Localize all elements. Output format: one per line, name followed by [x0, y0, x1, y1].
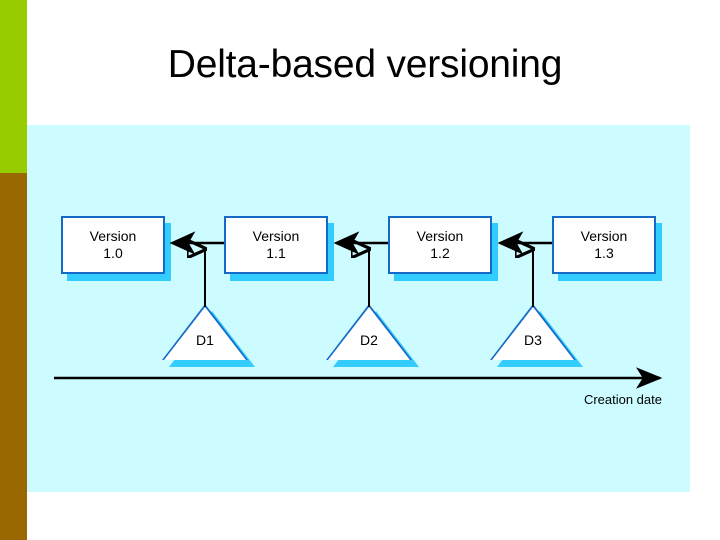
accent-strip-olive — [0, 173, 27, 540]
accent-strip-green — [0, 0, 27, 173]
version-number: 1.1 — [266, 245, 286, 261]
delta-triangle-d2[interactable]: D2 — [326, 304, 419, 367]
triangle-fill — [164, 307, 246, 360]
box-face: Version 1.0 — [61, 216, 165, 274]
version-box-1-2[interactable]: Version 1.2 — [388, 216, 498, 281]
version-box-1-1[interactable]: Version 1.1 — [224, 216, 334, 281]
triangle-fill — [328, 307, 410, 360]
version-word: Version — [580, 228, 628, 244]
version-word: Version — [252, 228, 300, 244]
version-number: 1.0 — [103, 245, 123, 261]
delta-label: D2 — [360, 332, 378, 348]
box-face: Version 1.1 — [224, 216, 328, 274]
version-word: Version — [416, 228, 464, 244]
box-face: Version 1.2 — [388, 216, 492, 274]
version-box-1-3[interactable]: Version 1.3 — [552, 216, 662, 281]
box-face: Version 1.3 — [552, 216, 656, 274]
axis-label-creation-date: Creation date — [583, 392, 662, 407]
version-number: 1.3 — [594, 245, 614, 261]
delta-label: D3 — [524, 332, 542, 348]
version-word: Version — [89, 228, 137, 244]
triangle-fill — [492, 307, 574, 360]
page-title: Delta-based versioning — [167, 43, 563, 86]
delta-triangle-d1[interactable]: D1 — [162, 304, 255, 367]
delta-label: D1 — [196, 332, 214, 348]
version-box-1-0[interactable]: Version 1.0 — [61, 216, 171, 281]
version-number: 1.2 — [430, 245, 450, 261]
delta-triangle-d3[interactable]: D3 — [490, 304, 583, 367]
